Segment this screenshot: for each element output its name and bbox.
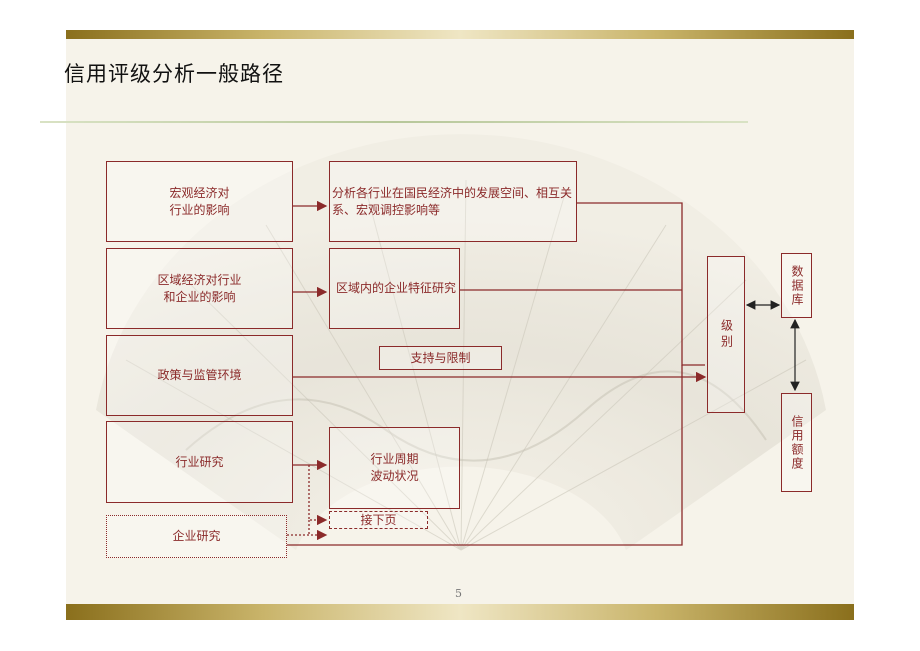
industry-research-box[interactable]: 行业研究 [106, 421, 293, 503]
slide-title: 信用评级分析一般路径 [64, 62, 284, 86]
support-restriction-label: 支持与限制 [379, 346, 502, 370]
region-detail-box[interactable]: 区域内的企业特征研究 [329, 248, 460, 329]
macro-detail-box[interactable]: 分析各行业在国民经济中的发展空间、相互关系、宏观调控影响等 [329, 161, 577, 242]
title-underline [40, 121, 748, 123]
credit-line-box[interactable]: 信用额度 [781, 393, 812, 492]
industry-cycle-box[interactable]: 行业周期 波动状况 [329, 427, 460, 509]
rating-level-box[interactable]: 级别 [707, 256, 745, 413]
regional-economy-box[interactable]: 区域经济对行业 和企业的影响 [106, 248, 293, 329]
database-box[interactable]: 数据库 [781, 253, 812, 318]
bottom-gold-bar [66, 604, 854, 620]
top-gold-bar [66, 30, 854, 39]
enterprise-research-box[interactable]: 企业研究 [106, 515, 287, 558]
policy-regulation-box[interactable]: 政策与监管环境 [106, 335, 293, 416]
macro-economy-box[interactable]: 宏观经济对 行业的影响 [106, 161, 293, 242]
next-page-link[interactable]: 接下页 [329, 511, 428, 529]
page-number: 5 [455, 587, 462, 600]
